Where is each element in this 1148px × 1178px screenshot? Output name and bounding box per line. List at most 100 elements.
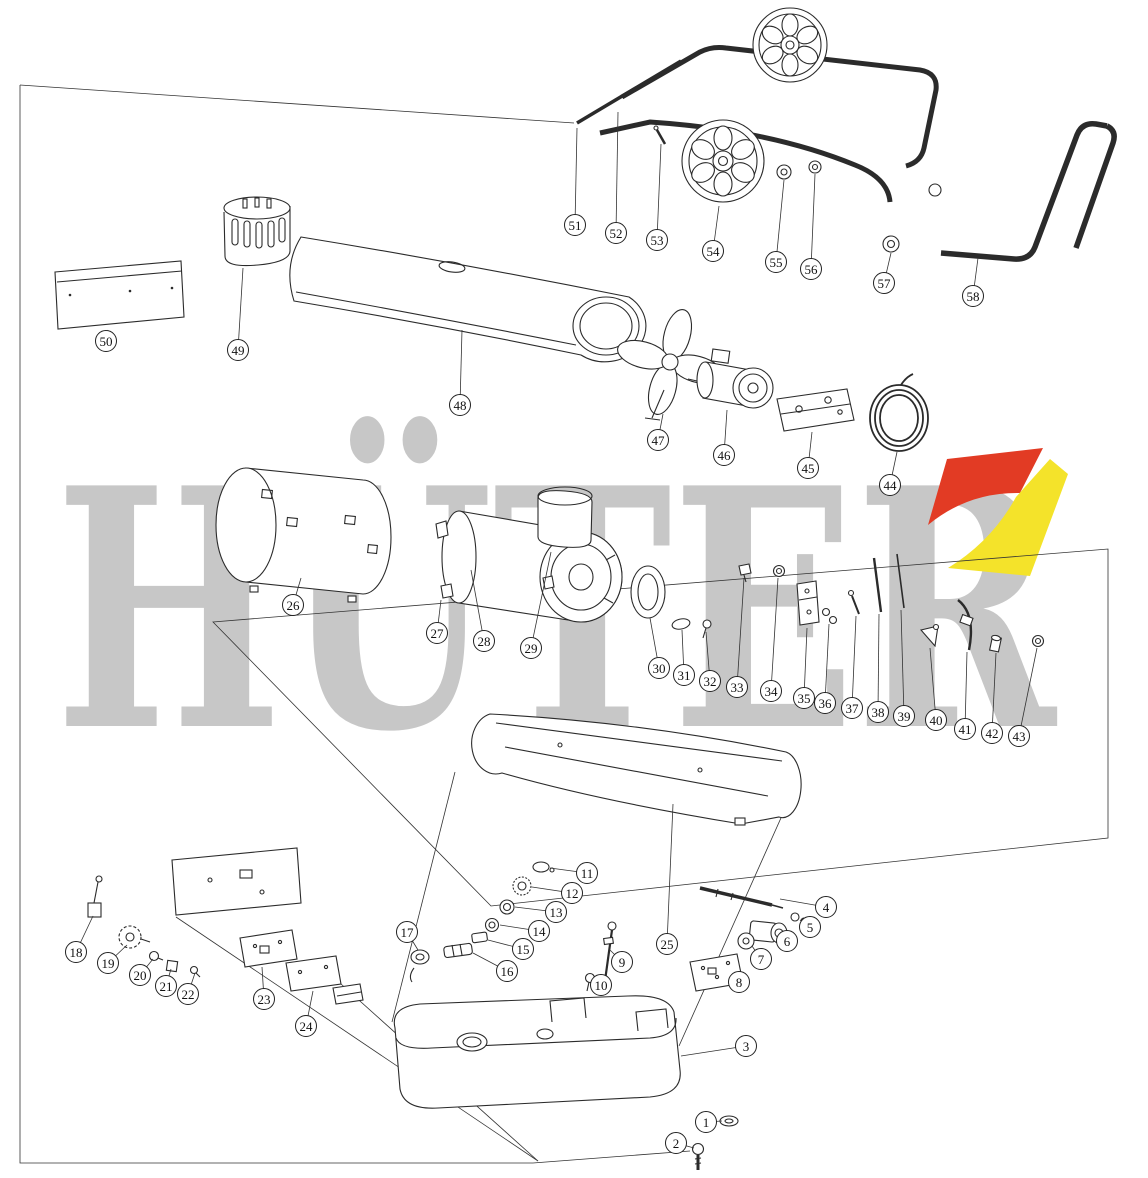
brand-logo-yellow-swoosh bbox=[948, 459, 1068, 576]
axle-hardware-drawing bbox=[653, 125, 900, 253]
part-number: 31 bbox=[677, 667, 691, 683]
part-callout-48: 48 bbox=[449, 394, 471, 416]
part-number: 9 bbox=[618, 954, 626, 970]
part-number: 41 bbox=[958, 721, 972, 737]
part-number: 49 bbox=[231, 342, 245, 358]
part-number: 1 bbox=[702, 1114, 710, 1130]
part-number: 26 bbox=[286, 597, 300, 613]
part-callout-33: 33 bbox=[726, 676, 748, 698]
part-number: 30 bbox=[652, 660, 666, 676]
part-callout-47: 47 bbox=[647, 429, 669, 451]
part-callout-25: 25 bbox=[656, 933, 678, 955]
part-number: 18 bbox=[69, 944, 83, 960]
chamber-clips-drawing bbox=[435, 520, 555, 599]
part-callout-32: 32 bbox=[699, 670, 721, 692]
part-number: 45 bbox=[801, 460, 815, 476]
part-callout-54: 54 bbox=[702, 240, 724, 262]
part-callout-58: 58 bbox=[962, 285, 984, 307]
part-number: 25 bbox=[660, 936, 674, 952]
part-number: 39 bbox=[897, 708, 911, 724]
part-callout-46: 46 bbox=[713, 444, 735, 466]
part-callout-3: 3 bbox=[735, 1035, 757, 1057]
part-callout-29: 29 bbox=[520, 637, 542, 659]
part-number: 53 bbox=[650, 232, 664, 248]
power-cord-drawing bbox=[869, 373, 929, 452]
part-callout-24: 24 bbox=[295, 1015, 317, 1037]
part-number: 7 bbox=[757, 951, 765, 967]
part-callout-36: 36 bbox=[814, 692, 836, 714]
tank-fasteners-drawing bbox=[691, 1115, 739, 1170]
part-callout-50: 50 bbox=[95, 330, 117, 352]
part-number: 40 bbox=[929, 712, 943, 728]
part-callout-27: 27 bbox=[426, 622, 448, 644]
wheel-icon bbox=[752, 7, 828, 83]
gasket-ring-drawing bbox=[630, 565, 666, 619]
part-number: 13 bbox=[549, 904, 563, 920]
part-callout-5: 5 bbox=[799, 916, 821, 938]
part-callout-6: 6 bbox=[776, 930, 798, 952]
part-callout-2: 2 bbox=[665, 1132, 687, 1154]
part-number: 34 bbox=[764, 683, 778, 699]
part-number: 16 bbox=[500, 963, 514, 979]
part-number: 10 bbox=[594, 977, 608, 993]
part-number: 29 bbox=[524, 640, 538, 656]
part-callout-14: 14 bbox=[528, 920, 550, 942]
part-number: 47 bbox=[651, 432, 665, 448]
part-callout-4: 4 bbox=[815, 896, 837, 918]
frame-lines bbox=[19, 84, 1109, 1164]
part-number: 19 bbox=[101, 955, 115, 971]
part-callout-44: 44 bbox=[879, 474, 901, 496]
part-number: 50 bbox=[99, 333, 113, 349]
part-callout-23: 23 bbox=[253, 988, 275, 1010]
part-number: 38 bbox=[871, 704, 885, 720]
part-callout-22: 22 bbox=[177, 983, 199, 1005]
part-callout-7: 7 bbox=[750, 948, 772, 970]
part-callout-40: 40 bbox=[925, 709, 947, 731]
inner-chamber-drawing bbox=[215, 467, 392, 603]
part-number: 57 bbox=[877, 275, 891, 291]
part-callout-45: 45 bbox=[797, 457, 819, 479]
part-number: 3 bbox=[742, 1038, 750, 1054]
part-callout-37: 37 bbox=[841, 697, 863, 719]
part-callout-41: 41 bbox=[954, 718, 976, 740]
part-number: 46 bbox=[717, 447, 731, 463]
part-number: 8 bbox=[735, 974, 743, 990]
lower-shell-drawing bbox=[471, 713, 802, 826]
part-callout-10: 10 bbox=[590, 974, 612, 996]
part-number: 12 bbox=[565, 885, 579, 901]
small-parts-drawing bbox=[671, 553, 1045, 653]
part-number: 4 bbox=[822, 899, 830, 915]
part-callout-42: 42 bbox=[981, 722, 1003, 744]
control-parts-drawing bbox=[87, 847, 364, 1005]
part-number: 5 bbox=[806, 919, 814, 935]
part-callout-55: 55 bbox=[765, 251, 787, 273]
handle-bar-drawing bbox=[940, 120, 1117, 262]
part-callout-1: 1 bbox=[695, 1111, 717, 1133]
part-callout-19: 19 bbox=[97, 952, 119, 974]
part-number: 24 bbox=[299, 1018, 313, 1034]
part-callout-20: 20 bbox=[129, 964, 151, 986]
part-number: 51 bbox=[568, 217, 582, 233]
part-number: 20 bbox=[133, 967, 147, 983]
part-number: 17 bbox=[400, 924, 414, 940]
part-callout-18: 18 bbox=[65, 941, 87, 963]
part-number: 6 bbox=[783, 933, 791, 949]
part-number: 2 bbox=[672, 1135, 680, 1151]
part-callout-15: 15 bbox=[512, 938, 534, 960]
part-number: 42 bbox=[985, 725, 999, 741]
burner-head-drawing bbox=[223, 196, 291, 267]
middle-chamber-drawing bbox=[441, 486, 623, 623]
part-callout-31: 31 bbox=[673, 664, 695, 686]
part-number: 37 bbox=[845, 700, 859, 716]
part-number: 33 bbox=[730, 679, 744, 695]
motor-bracket-drawing bbox=[776, 388, 855, 432]
part-number: 54 bbox=[706, 243, 720, 259]
part-callout-8: 8 bbox=[728, 971, 750, 993]
part-number: 15 bbox=[516, 941, 530, 957]
part-number: 14 bbox=[532, 923, 546, 939]
part-callout-21: 21 bbox=[155, 975, 177, 997]
part-callout-53: 53 bbox=[646, 229, 668, 251]
part-number: 27 bbox=[430, 625, 444, 641]
